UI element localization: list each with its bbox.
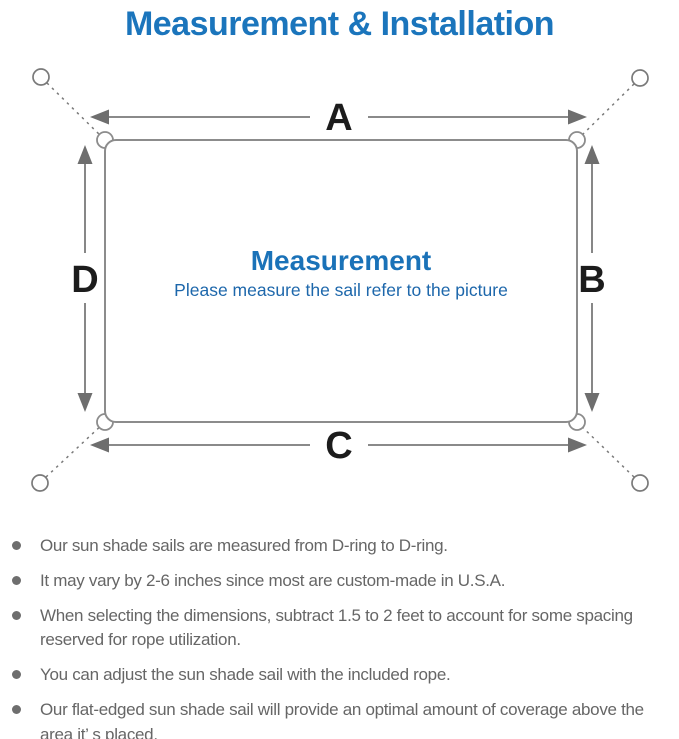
anchor-point-bottom-left — [31, 473, 49, 492]
dashed-rope-bottom-left — [45, 421, 106, 478]
note-text: You can adjust the sun shade sail with t… — [40, 665, 451, 685]
dashed-rope-top-right — [576, 83, 635, 141]
note-item: When selecting the dimensions, subtract … — [12, 604, 673, 652]
anchor-point-top-right — [631, 68, 649, 87]
note-text: Our sun shade sails are measured from D-… — [40, 535, 448, 555]
diagram-center-subtitle: Please measure the sail refer to the pic… — [174, 280, 508, 300]
note-item: Our sun shade sails are measured from D-… — [12, 534, 673, 558]
bullet-icon — [12, 611, 21, 621]
note-item: It may vary by 2-6 inches since most are… — [12, 569, 673, 593]
note-item: You can adjust the sun shade sail with t… — [12, 663, 673, 687]
bullet-icon — [12, 540, 21, 550]
label-side-c: C — [325, 425, 352, 467]
anchor-point-top-left — [32, 67, 50, 86]
diagram-center-title: Measurement — [251, 245, 432, 276]
arrow-a — [90, 109, 587, 125]
label-side-b: B — [578, 259, 605, 301]
bullet-icon — [12, 575, 21, 585]
bullet-icon — [12, 705, 21, 715]
anchor-point-bottom-right — [631, 473, 649, 492]
note-text: Our flat-edged sun shade sail will provi… — [40, 700, 644, 739]
dashed-rope-bottom-right — [576, 421, 635, 478]
bullet-icon — [12, 670, 21, 680]
label-side-d: D — [71, 259, 98, 301]
note-item: Our flat-edged sun shade sail will provi… — [12, 698, 673, 739]
label-side-a: A — [325, 97, 352, 139]
note-text: When selecting the dimensions, subtract … — [40, 606, 633, 650]
notes-list: Our sun shade sails are measured from D-… — [0, 534, 679, 739]
note-text: It may vary by 2-6 inches since most are… — [40, 570, 506, 590]
arrow-b — [584, 144, 600, 412]
arrow-d — [77, 144, 93, 412]
arrow-c — [90, 437, 587, 453]
dashed-rope-top-left — [46, 82, 106, 141]
page-title: Measurement & Installation — [124, 5, 555, 43]
sail-measurement-diagram: A C D B Measurement Please measure the s… — [31, 67, 649, 492]
sail-rectangle — [104, 138, 578, 423]
